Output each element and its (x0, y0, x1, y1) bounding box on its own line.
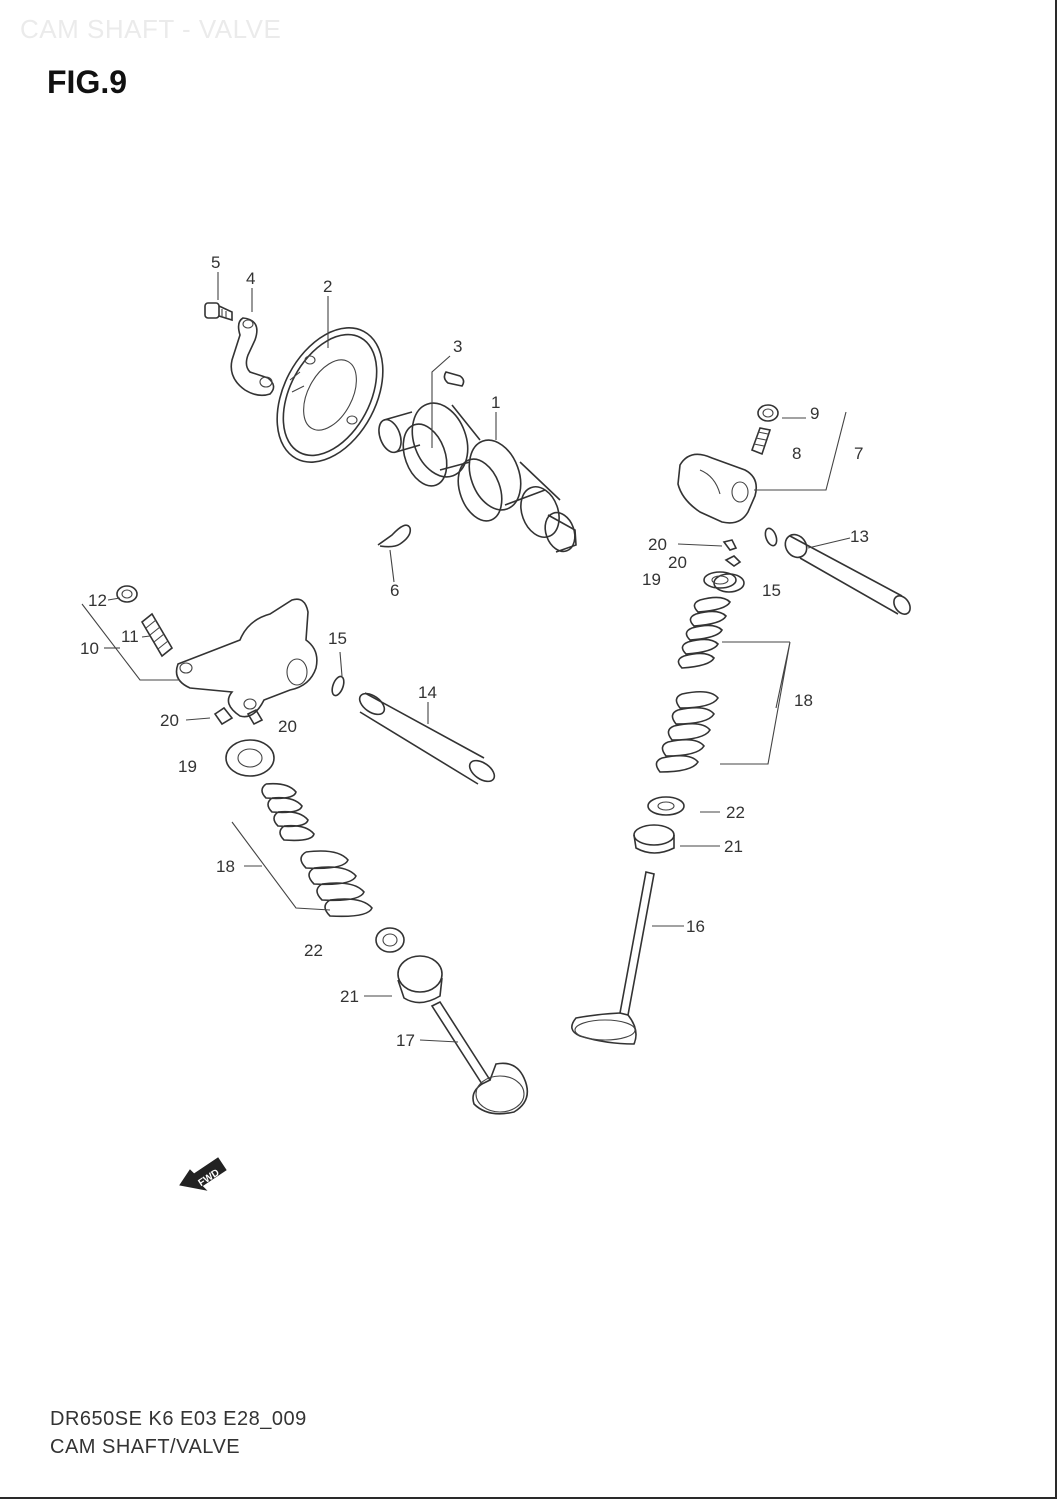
callout-16: 16 (686, 917, 705, 936)
part-7-rocker-arm[interactable] (677, 453, 758, 524)
diagram-code: DR650SE K6 E03 E28_009 (50, 1408, 307, 1430)
callout-6: 6 (390, 581, 399, 600)
part-2-sprocket[interactable] (256, 310, 405, 480)
fwd-arrow-icon: FWD (179, 1157, 227, 1191)
part-6-pin[interactable] (377, 524, 412, 548)
part-15-washer-left[interactable] (330, 675, 346, 697)
diagram-subtitle: CAM SHAFT/VALVE (50, 1436, 241, 1458)
callout-7: 7 (854, 444, 863, 463)
callout-19-left: 19 (178, 757, 197, 776)
callout-20b-right: 20 (668, 553, 687, 572)
part-20-cotter-left[interactable] (213, 706, 264, 726)
callout-5: 5 (211, 253, 220, 272)
part-14-rocker-shaft[interactable] (356, 689, 498, 785)
callout-21-left: 21 (340, 987, 359, 1006)
callout-15-right: 15 (762, 581, 781, 600)
callout-4: 4 (246, 269, 255, 288)
part-3-pin[interactable] (443, 371, 465, 387)
callout-22-right: 22 (726, 803, 745, 822)
callout-12: 12 (88, 591, 107, 610)
callout-9: 9 (810, 404, 819, 423)
callout-21-right: 21 (724, 837, 743, 856)
callout-8: 8 (792, 444, 801, 463)
part-22-spring-seat-left[interactable] (375, 927, 405, 953)
part-19-retainer-right[interactable] (703, 571, 737, 589)
callout-3: 3 (453, 337, 462, 356)
part-16-intake-valve[interactable] (571, 871, 655, 1045)
part-10-rocker-arm[interactable] (175, 598, 318, 718)
callout-18-left: 18 (216, 857, 235, 876)
callout-20a-right: 20 (648, 535, 667, 554)
callout-13: 13 (850, 527, 869, 546)
callout-10: 10 (80, 639, 99, 658)
part-5-bolt[interactable] (204, 302, 233, 322)
part-17-exhaust-valve[interactable] (430, 1000, 529, 1115)
part-4-plate[interactable] (230, 317, 275, 397)
part-18-valve-spring-left[interactable] (261, 782, 373, 918)
part-21-oil-seal-left[interactable] (397, 955, 443, 1004)
callout-2: 2 (323, 277, 332, 296)
callout-20b-left: 20 (278, 717, 297, 736)
part-9-nut[interactable] (757, 404, 779, 422)
callout-19-right: 19 (642, 570, 661, 589)
callout-20a-left: 20 (160, 711, 179, 730)
figure-title: FIG.9 (47, 64, 128, 100)
callout-22-left: 22 (304, 941, 323, 960)
part-8-adjuster-screw[interactable] (750, 427, 772, 456)
part-22-spring-seat-right[interactable] (647, 796, 685, 816)
part-1-camshaft[interactable] (375, 395, 580, 555)
part-20-cotter-right[interactable] (722, 539, 742, 567)
callout-11: 11 (121, 627, 139, 646)
part-18-valve-spring-right[interactable] (655, 596, 731, 773)
part-12-nut[interactable] (116, 585, 138, 603)
callout-15-left: 15 (328, 629, 347, 648)
part-13-rocker-shaft[interactable] (781, 530, 914, 617)
part-21-oil-seal-right[interactable] (633, 824, 675, 854)
callout-17: 17 (396, 1031, 415, 1050)
leader-lines (81, 272, 851, 1043)
callout-numbers: 5 4 2 3 1 6 9 8 7 13 20 20 19 15 12 11 1… (80, 253, 869, 1050)
part-11-adjuster-screw[interactable] (140, 612, 174, 658)
watermark-title: CAM SHAFT - VALVE (20, 14, 282, 44)
callout-18-right: 18 (794, 691, 813, 710)
callout-1: 1 (491, 393, 500, 412)
part-19-retainer-left[interactable] (225, 739, 275, 777)
callout-14: 14 (418, 683, 437, 702)
